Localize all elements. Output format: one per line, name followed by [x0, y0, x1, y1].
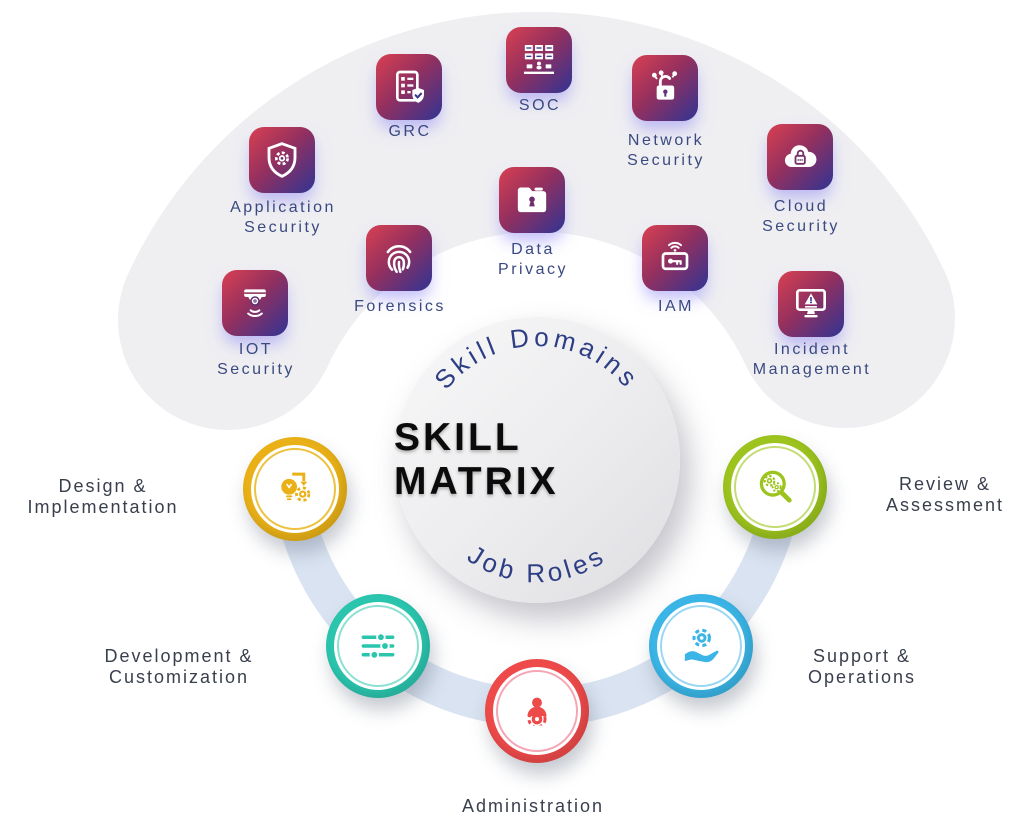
cloud-padlock-icon — [784, 145, 817, 168]
domain-label-incident-management: Incident Management — [752, 341, 872, 378]
role-label-design-implementation: Design & Implementation — [27, 476, 179, 517]
center-title: SKILL MATRIX — [394, 416, 559, 503]
folder-keyhole-icon — [517, 187, 547, 213]
domain-label-grc: GRC — [388, 123, 432, 140]
center-circle: Skill Domains Job Roles SKILL MATRIX — [394, 317, 680, 603]
domain-tile-incident-management — [778, 271, 844, 337]
role-inner-ring — [660, 605, 742, 687]
magnifier-gears-icon — [759, 470, 792, 503]
domain-tile-soc — [506, 27, 572, 93]
domain-tile-forensics — [366, 225, 432, 291]
role-inner-ring — [254, 448, 336, 530]
domain-tile-data-privacy — [499, 167, 565, 233]
domain-tile-iot-security — [222, 270, 288, 336]
domain-label-soc: SOC — [518, 97, 562, 114]
fingerprint-icon — [386, 245, 412, 274]
domain-label-iot-security: IOT Security — [217, 341, 295, 378]
key-card-wifi-icon — [661, 241, 689, 271]
hand-gear-icon — [684, 628, 719, 663]
role-label-support-operations: Support & Operations — [807, 646, 917, 687]
role-circle-administration — [485, 659, 589, 763]
domain-label-data-privacy: Data Privacy — [498, 241, 568, 278]
security-camera-icon — [244, 289, 266, 318]
domain-tile-iam — [642, 225, 708, 291]
domain-label-cloud-security: Cloud Security — [762, 198, 840, 235]
network-padlock-icon — [651, 70, 678, 100]
person-gear-icon — [519, 697, 555, 733]
shield-gear-icon — [267, 142, 297, 178]
role-label-development-customization: Development & Customization — [104, 646, 254, 687]
role-circle-design-implementation — [243, 437, 347, 541]
monitor-warning-icon — [795, 288, 826, 318]
role-inner-ring — [337, 605, 419, 687]
sliders-icon — [361, 632, 395, 660]
skill-domains-blob — [118, 11, 955, 430]
soc-monitoring-room-icon — [524, 45, 554, 74]
role-circle-review-assessment — [723, 435, 827, 539]
role-inner-ring — [496, 670, 578, 752]
domain-tile-application-security — [249, 127, 315, 193]
domain-tile-grc — [376, 54, 442, 120]
role-label-review-assessment: Review & Assessment — [885, 474, 1005, 515]
role-circle-development-customization — [326, 594, 430, 698]
domain-tile-cloud-security — [767, 124, 833, 190]
role-label-administration: Administration — [461, 796, 605, 816]
domain-tile-network-security — [632, 55, 698, 121]
domain-label-network-security: Network Security — [627, 132, 705, 169]
bulb-arrow-gear-icon — [281, 472, 311, 502]
role-circle-support-operations — [649, 594, 753, 698]
domain-label-iam: IAM — [658, 298, 694, 315]
curved-text-layer: Skill Domains Job Roles — [428, 322, 642, 588]
grc-checklist-shield-icon — [396, 70, 424, 103]
role-inner-ring — [734, 446, 816, 528]
domain-label-application-security: Application Security — [230, 199, 336, 236]
domain-label-forensics: Forensics — [354, 298, 446, 315]
